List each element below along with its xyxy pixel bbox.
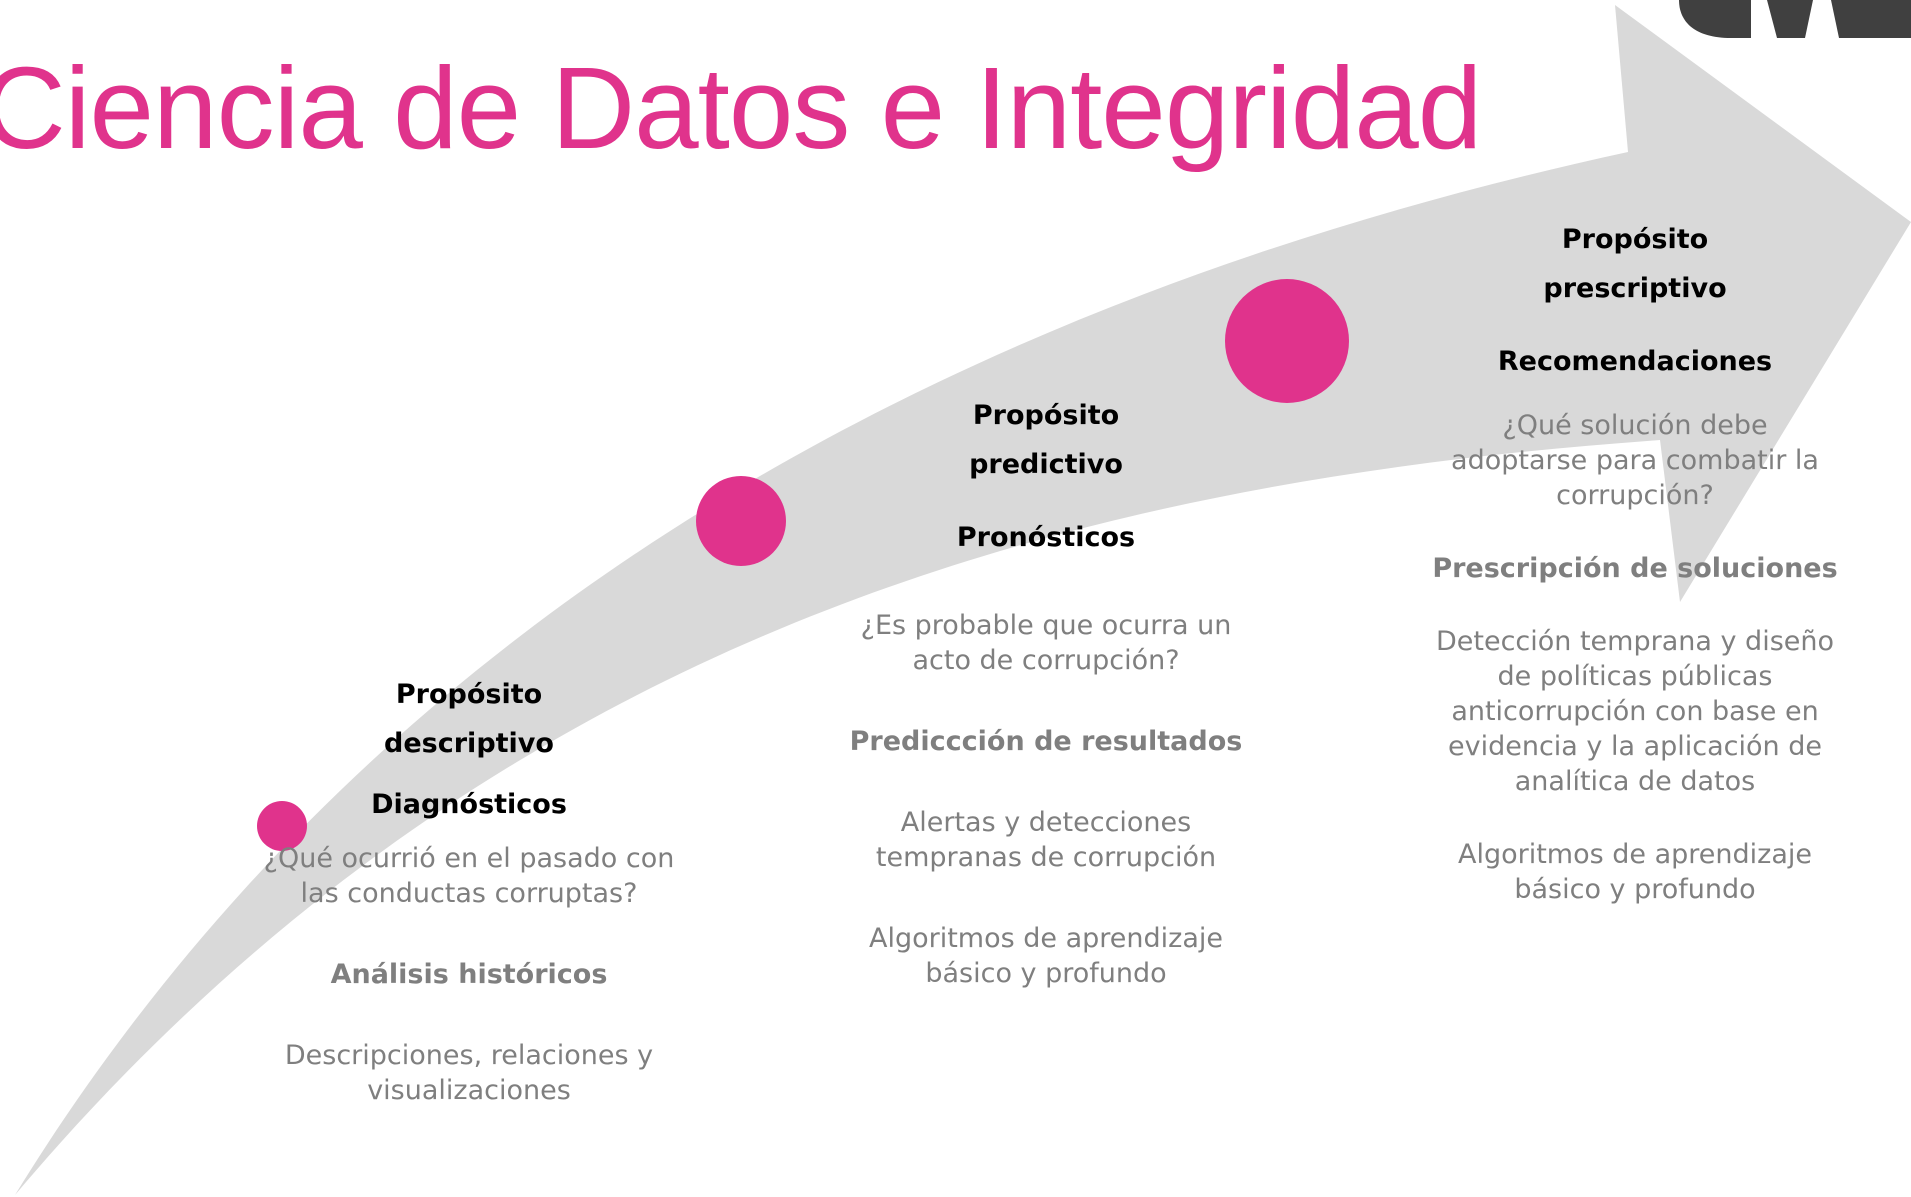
page-title: Ciencia de Datos e Integridad [0, 43, 1482, 173]
stage-technique: Descripciones, relaciones y visualizacio… [284, 1040, 654, 1106]
stage-prescriptive: Propósito prescriptivo Recomendaciones ¿… [1425, 215, 1845, 907]
stage-purpose: Propósito descriptivo [384, 679, 554, 759]
stage-output: Diagnósticos [371, 789, 567, 820]
stage-technique: Algoritmos de aprendizaje básico y profu… [868, 923, 1223, 989]
stage-output: Pronósticos [956, 522, 1136, 553]
stage-marker-descriptive [257, 801, 307, 851]
stage-result: Alertas y detecciones tempranas de corru… [875, 807, 1217, 873]
stage-technique: Algoritmos de aprendizaje básico y profu… [1457, 839, 1812, 905]
stage-analysis: Prediccción de resultados [849, 726, 1243, 757]
growth-arrow [15, 5, 1911, 1195]
logo [1671, 0, 1911, 40]
stage-marker-predictive [696, 476, 786, 566]
stage-question: ¿Qué solución debe adoptarse para combat… [1451, 410, 1819, 511]
stage-purpose: Propósito predictivo [969, 400, 1123, 480]
stage-result: Detección temprana y diseño de políticas… [1435, 626, 1835, 797]
stage-marker-prescriptive [1225, 279, 1349, 403]
stage-analysis: Análisis históricos [330, 959, 608, 990]
stage-descriptive: Propósito descriptivo Diagnósticos ¿Qué … [249, 670, 689, 1108]
stage-output: Recomendaciones [1497, 346, 1773, 377]
stage-predictive: Propósito predictivo Pronósticos ¿Es pro… [846, 391, 1246, 991]
stage-question: ¿Es probable que ocurra un acto de corru… [860, 610, 1232, 676]
stage-question: ¿Qué ocurrió en el pasado con las conduc… [263, 843, 675, 909]
stage-analysis: Prescripción de soluciones [1432, 553, 1838, 584]
stage-purpose: Propósito prescriptivo [1543, 224, 1727, 304]
